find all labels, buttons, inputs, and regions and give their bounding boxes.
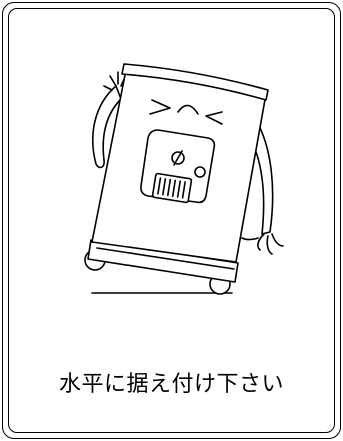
instruction-caption: 水平に据え付け下さい [58,372,284,397]
mouth [177,104,199,115]
appliance-top-rim [121,63,269,101]
tilted-appliance-illustration [84,63,284,295]
indicator-light [194,166,206,178]
right-eye [205,111,223,125]
left-arm [92,85,122,169]
sign-inner-border [8,8,335,433]
right-hand [241,233,284,255]
left-eye [149,99,171,115]
right-arm [247,119,274,235]
sign-outer-border [2,2,341,439]
